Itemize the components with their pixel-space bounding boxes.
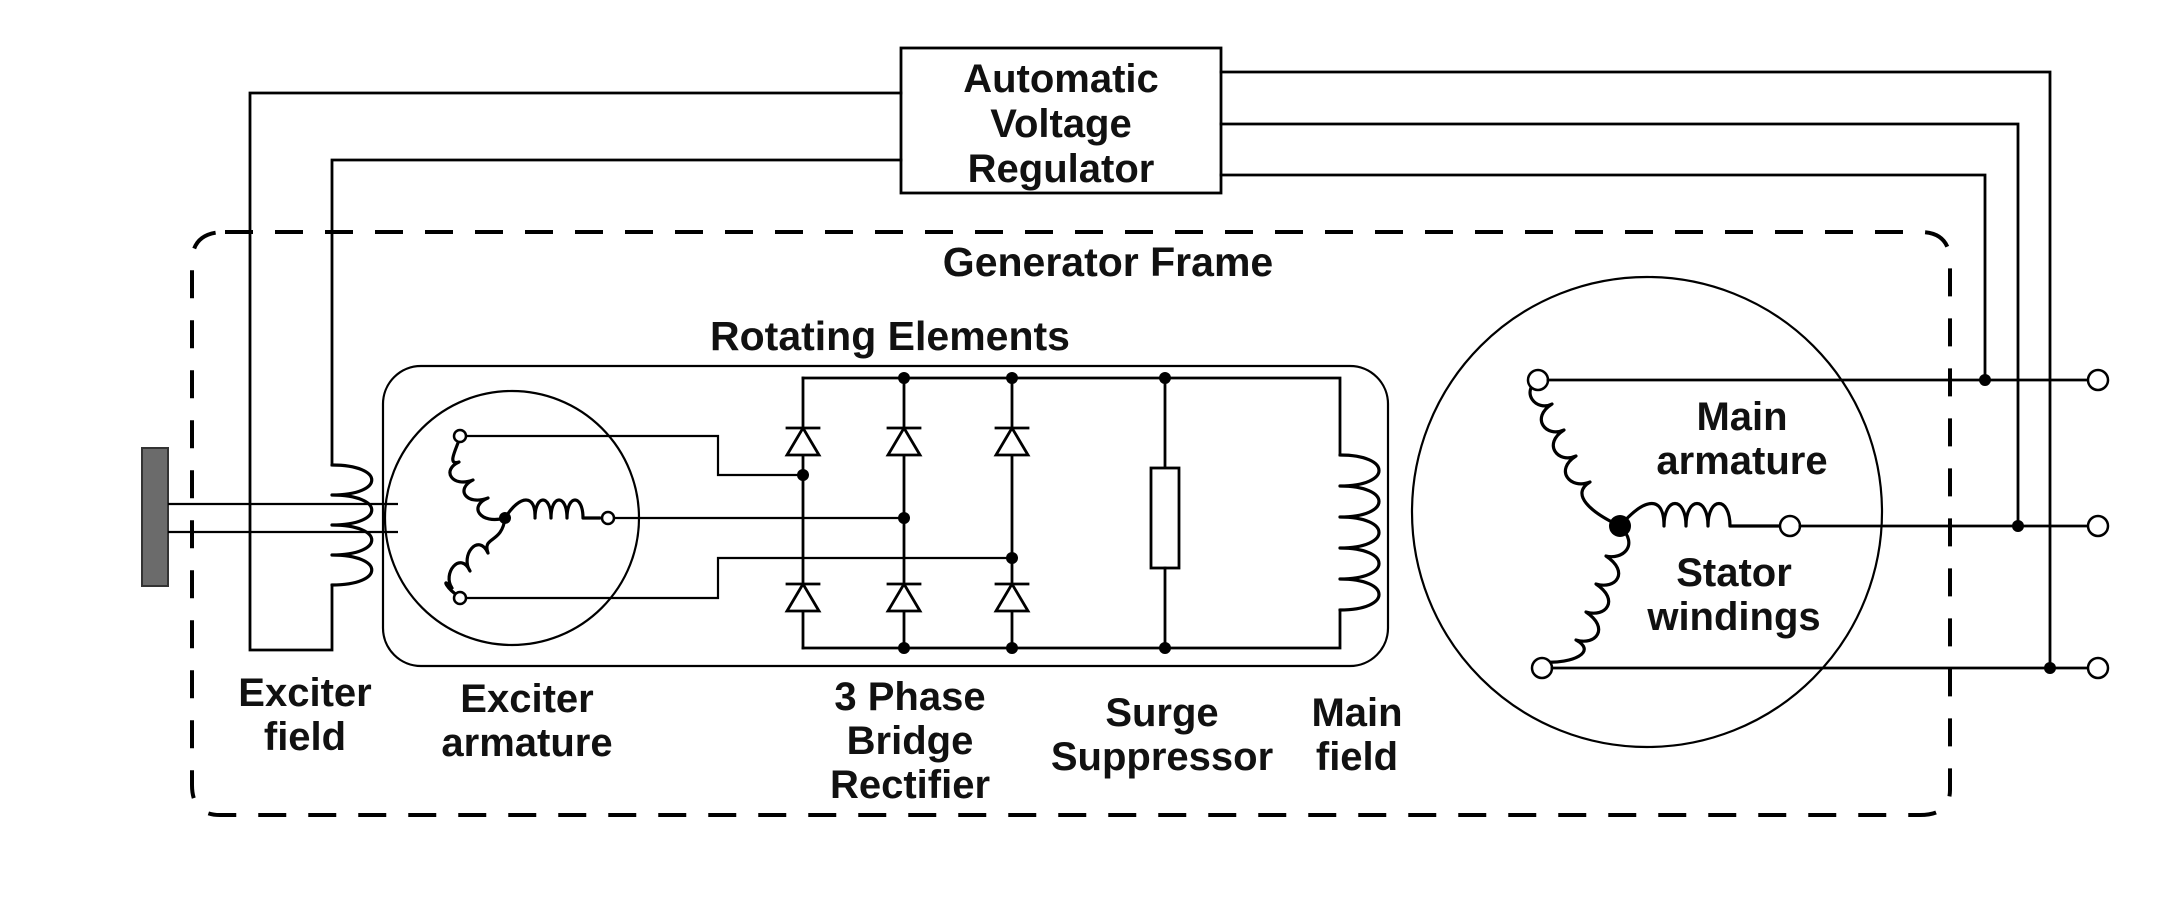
rectifier-leg-3 <box>993 372 1031 654</box>
rectifier-leg-1 <box>784 376 822 650</box>
avr-label: Automatic Voltage Regulator <box>963 57 1159 191</box>
main-field-label: Main field <box>1311 691 1402 779</box>
svg-text:Regulator: Regulator <box>968 147 1155 191</box>
exciter-field-label: Exciter field <box>238 671 371 759</box>
svg-text:Voltage: Voltage <box>990 102 1132 146</box>
stator-windings-label: Stator windings <box>1646 551 1820 639</box>
exciter-armature-winding-c <box>503 498 602 520</box>
stator-circle <box>1410 275 1884 749</box>
diode-2-down <box>885 581 923 613</box>
rectifier-label: 3 Phase Bridge Rectifier <box>830 675 990 807</box>
stator-terminal-a <box>1526 368 1550 392</box>
diode-3-up <box>993 425 1031 457</box>
armature-rectifier-wire-a <box>466 434 803 477</box>
svg-text:Main: Main <box>1696 395 1787 439</box>
surge-suppressor <box>1149 372 1181 654</box>
shaft <box>141 447 169 587</box>
output-terminal-3 <box>2086 656 2110 680</box>
main-field-coil <box>1338 453 1381 612</box>
svg-text:armature: armature <box>1656 439 1827 483</box>
exciter-armature-terminal-b <box>452 590 468 606</box>
generator-frame-label: Generator Frame <box>943 239 1273 285</box>
output-terminal-1 <box>2086 368 2110 392</box>
svg-text:Automatic: Automatic <box>963 57 1159 101</box>
diode-1-up <box>784 425 822 457</box>
diode-3-down <box>993 581 1031 613</box>
main-armature-label: Main armature <box>1656 395 1827 483</box>
svg-text:Main: Main <box>1311 691 1402 735</box>
avr-box <box>899 46 1223 195</box>
avr-exciter-wire-outer <box>248 91 903 652</box>
svg-text:Exciter: Exciter <box>238 671 371 715</box>
rotating-elements-label: Rotating Elements <box>710 313 1070 359</box>
stator-winding-c <box>1618 501 1782 528</box>
rotating-elements-box <box>381 364 1390 668</box>
svg-text:field: field <box>264 715 346 759</box>
stator-winding-b <box>1542 524 1631 664</box>
svg-text:Surge: Surge <box>1105 691 1218 735</box>
diode-1-down <box>784 581 822 613</box>
avr-sense-wire-3 <box>1219 173 1987 382</box>
exciter-field-coil <box>330 463 374 587</box>
armature-rectifier-wire-b <box>466 556 1012 600</box>
svg-text:field: field <box>1316 735 1398 779</box>
exciter-armature-winding-b <box>444 516 507 599</box>
svg-text:Bridge: Bridge <box>847 719 974 763</box>
exciter-armature-terminal-a <box>452 428 468 444</box>
generator-frame-outline <box>190 230 1952 817</box>
exciter-armature-label: Exciter armature <box>441 677 612 765</box>
svg-text:windings: windings <box>1646 595 1820 639</box>
stator-terminal-b <box>1530 656 1554 680</box>
svg-text:Suppressor: Suppressor <box>1051 735 1273 779</box>
svg-text:Rectifier: Rectifier <box>830 763 990 807</box>
stator-winding-a <box>1528 378 1622 528</box>
surge-suppressor-label: Surge Suppressor <box>1051 691 1273 779</box>
diode-2-up <box>885 425 923 457</box>
stator-terminal-c <box>1778 514 1802 538</box>
main-field-wire <box>1163 376 1342 650</box>
avr-sense-wire-1 <box>1219 70 2052 670</box>
rectifier-leg-2 <box>885 372 923 654</box>
avr-sense-wire-2 <box>1219 122 2020 527</box>
output-terminal-2 <box>2086 514 2110 538</box>
exciter-armature-terminal-c <box>600 510 616 526</box>
avr-exciter-wire-inner <box>330 158 903 467</box>
svg-text:armature: armature <box>441 721 612 765</box>
exciter-armature-winding-a <box>448 435 507 522</box>
svg-text:3 Phase: 3 Phase <box>834 675 985 719</box>
svg-text:Exciter: Exciter <box>460 677 593 721</box>
svg-text:Stator: Stator <box>1676 551 1792 595</box>
